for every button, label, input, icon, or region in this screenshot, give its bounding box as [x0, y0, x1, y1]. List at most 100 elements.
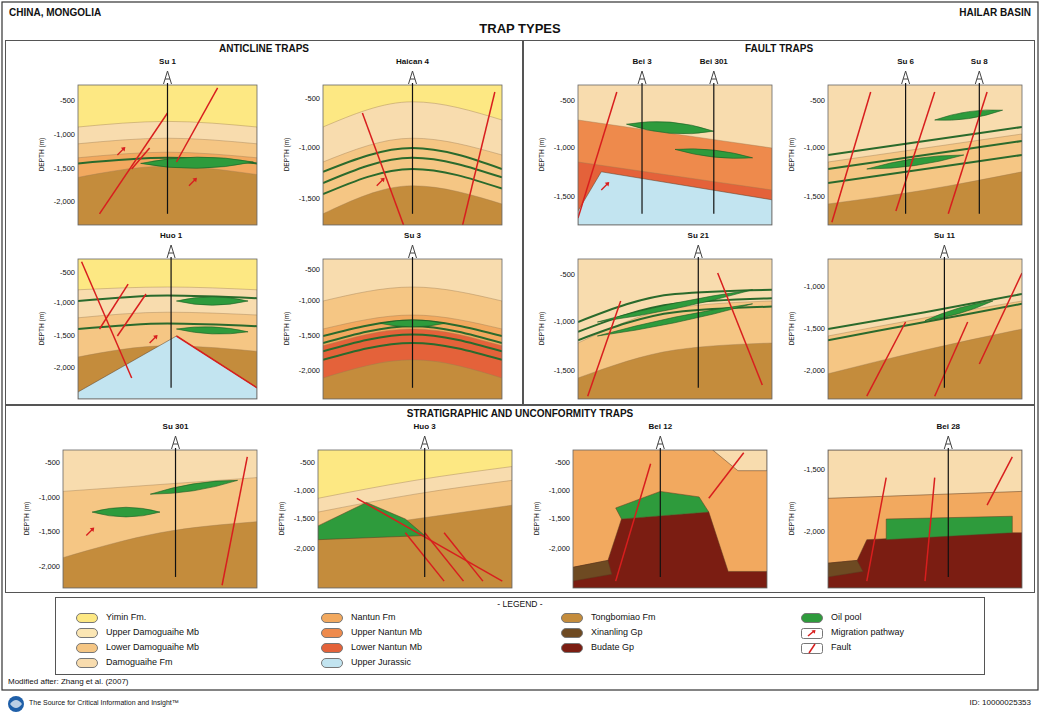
rock-layer: [578, 343, 772, 399]
well-derrick: [638, 71, 646, 84]
legend-entry: Lower Nantun Mb: [321, 643, 541, 655]
legend-text: Migration pathway: [831, 628, 904, 638]
fault-line: [425, 533, 464, 581]
legend-swatch: [561, 643, 583, 653]
cross-section: Huo 3DEPTH (m)-500-1,000-1,500-2,000: [276, 422, 516, 590]
rock-layer: [578, 301, 772, 399]
cross-section: Haican 4DEPTH (m)-500-1,000-1,500: [281, 57, 506, 227]
section-clip: [573, 450, 767, 588]
oil-pool: [925, 301, 993, 321]
well-derrick: [409, 245, 417, 258]
depth-tick: -2,000: [537, 545, 570, 553]
depth-tick: -500: [537, 459, 570, 467]
cross-section: Su 21DEPTH (m)-500-1,000-1,500: [536, 231, 776, 401]
well-bore: [412, 83, 413, 214]
section-border: [78, 259, 257, 399]
legend-text: Damoguaihe Fm: [106, 658, 173, 668]
basin-label: HAILAR BASIN: [959, 7, 1031, 18]
well-bore: [905, 83, 906, 214]
legend-entry: Upper Jurassic: [321, 658, 541, 670]
fault-line: [948, 92, 987, 214]
migration-arrow: [150, 336, 157, 343]
axis-title: DEPTH (m): [23, 489, 30, 549]
outer-border: [2, 2, 1038, 690]
cross-section: Su 3DEPTH (m)-500-1,000-1,500-2,000: [281, 231, 506, 401]
rock-layer: [578, 162, 772, 225]
oil-pool: [92, 507, 160, 517]
section-border: [573, 450, 767, 588]
cross-section: Su 6Su 8DEPTH (m)-500-1,000-1,500: [786, 57, 1026, 227]
depth-tick: -1,500: [42, 165, 75, 173]
trap-panel: FAULT TRAPSBei 3Bei 301DEPTH (m)-500-1,0…: [523, 40, 1035, 405]
section-clip: [828, 450, 1022, 588]
well-derrick: [421, 436, 429, 449]
well-derrick: [944, 436, 952, 449]
well-derrick: [164, 71, 172, 84]
well-name: Haican 4: [396, 58, 429, 67]
oil-pool: [627, 122, 714, 134]
legend-text: Tongbomiao Fm: [591, 613, 656, 623]
axis-title: DEPTH (m): [788, 125, 795, 185]
oil-pool: [867, 155, 964, 169]
depth-tick: -500: [792, 97, 825, 105]
legend-entry: Budate Gp: [561, 643, 781, 655]
depth-tick: -2,000: [792, 528, 825, 536]
section-clip: [828, 85, 1022, 225]
fault-line: [896, 92, 935, 211]
legend-swatch: [76, 613, 98, 623]
depth-tick: -1,500: [42, 332, 75, 340]
legend-entry: Fault: [801, 643, 1021, 655]
axis-title: DEPTH (m): [283, 299, 290, 359]
depth-tick: -500: [42, 97, 75, 105]
migration-arrowhead: [121, 147, 126, 152]
section-clip: [828, 259, 1022, 399]
legend-entry: Yimin Fm.: [76, 613, 296, 625]
depth-tick: -500: [287, 266, 320, 274]
well-derrick: [694, 245, 702, 258]
section-clip: [78, 259, 257, 399]
rock-layer: [318, 450, 512, 588]
well-name: Bei 3: [632, 58, 651, 67]
rock-layer: [78, 312, 257, 399]
legend-text: Oil pool: [831, 613, 862, 623]
depth-tick: -2,000: [287, 367, 320, 375]
legend-swatch: [321, 658, 343, 668]
depth-tick: -500: [27, 459, 60, 467]
depth-tick: -1,000: [27, 494, 60, 502]
fault-line: [176, 88, 217, 162]
fault-line: [832, 92, 871, 222]
legend-text: Upper Nantun Mb: [351, 628, 422, 638]
rock-body: [78, 336, 257, 399]
cross-section: Huo 1DEPTH (m)-500-1,000-1,500-2,000: [36, 231, 261, 401]
oil-pool: [176, 297, 248, 305]
fault-line: [362, 113, 403, 225]
legend-entry: Upper Damoguaihe Mb: [76, 628, 296, 640]
axis-title: DEPTH (m): [538, 299, 545, 359]
axis-title: DEPTH (m): [38, 125, 45, 185]
depth-tick: -1,500: [287, 195, 320, 203]
fault-line: [718, 273, 763, 385]
oil-sand-bed: [828, 127, 1022, 155]
axis-title: DEPTH (m): [283, 125, 290, 185]
rock-body: [573, 512, 767, 588]
migration-arrowhead: [380, 178, 385, 183]
trap-panel: STRATIGRAPHIC AND UNCONFORMITY TRAPSSu 3…: [5, 405, 1035, 593]
axis-title: DEPTH (m): [533, 489, 540, 549]
well-derrick: [409, 71, 417, 84]
section-drawing: [786, 231, 1026, 401]
well-name: Huo 3: [414, 423, 436, 432]
section-border: [828, 450, 1022, 588]
migration-arrowhead: [605, 182, 610, 187]
legend-entry: Oil pool: [801, 613, 1021, 625]
depth-tick: -1,500: [537, 515, 570, 523]
migration-sample-head: [812, 630, 816, 634]
well-name: Su 21: [688, 232, 709, 241]
depth-tick: -1,500: [792, 466, 825, 474]
section-border: [578, 85, 772, 225]
fault-line: [99, 284, 128, 329]
legend-symbol: [801, 628, 823, 639]
fault-sample: [809, 644, 815, 653]
legend-box: - LEGEND -Yimin Fm.Upper Damoguaihe MbLo…: [55, 597, 985, 675]
oil-sand-bed: [828, 155, 1022, 183]
rock-layer: [63, 450, 257, 588]
